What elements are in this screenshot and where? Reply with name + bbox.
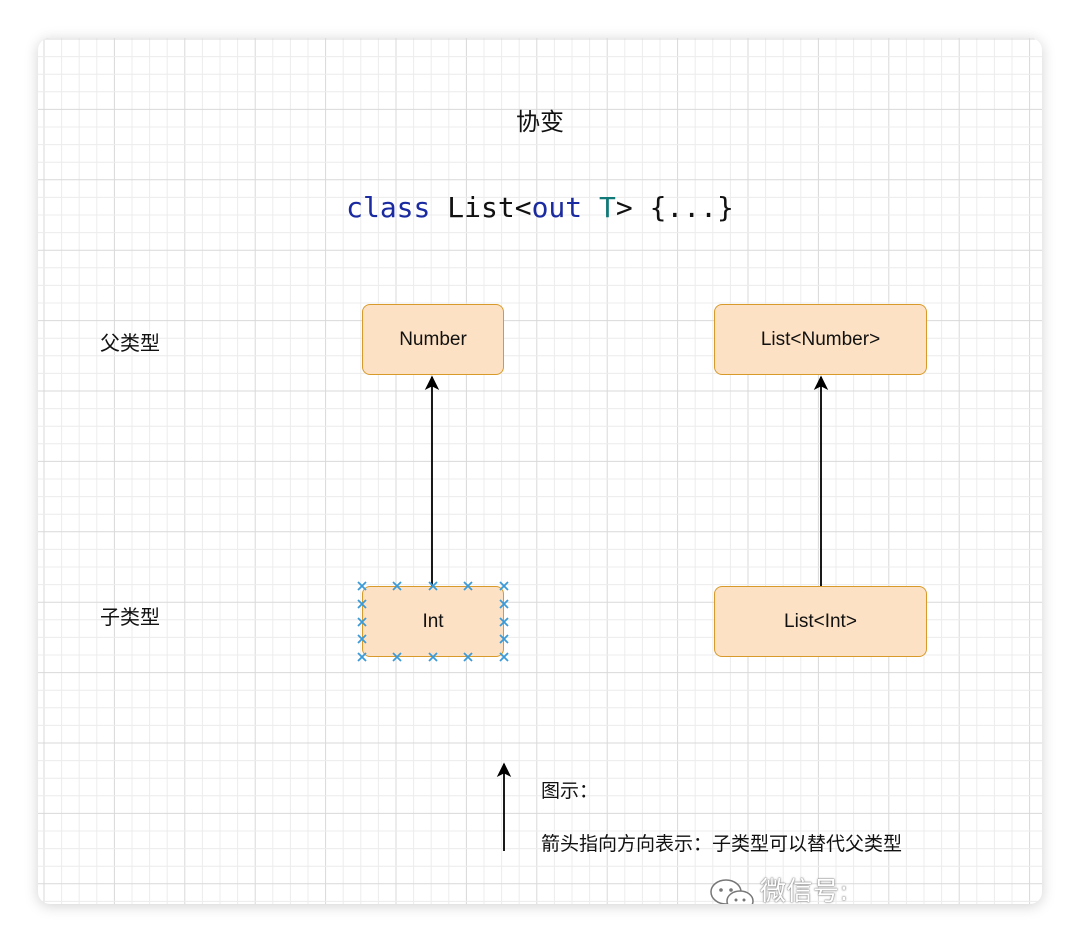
child-type-label: 子类型 xyxy=(100,605,160,629)
diagram-title: 协变 xyxy=(516,108,564,136)
watermark-text: 微信号: Seachal_Zhang xyxy=(760,877,849,904)
code-keyword-class: class xyxy=(346,191,431,224)
selection-handle[interactable] xyxy=(357,581,367,591)
diagram-canvas: 协变 class List<out T> {...} 父类型 子类型 Numbe… xyxy=(38,38,1042,904)
node-number[interactable]: Number xyxy=(362,304,504,375)
code-rest: > {...} xyxy=(615,191,734,224)
selection-handle[interactable] xyxy=(428,581,438,591)
selection-handle[interactable] xyxy=(499,617,509,627)
code-type-param: T xyxy=(599,191,616,224)
legend-description: 箭头指向方向表示：子类型可以替代父类型 xyxy=(541,833,903,855)
selection-handle[interactable] xyxy=(499,581,509,591)
node-list-int[interactable]: List<Int> xyxy=(714,586,927,657)
selection-handle[interactable] xyxy=(357,652,367,662)
selection-handle[interactable] xyxy=(499,634,509,644)
selection-handle[interactable] xyxy=(499,599,509,609)
wechat-icon xyxy=(710,878,754,904)
code-keyword-out: out xyxy=(531,191,583,224)
selection-handle[interactable] xyxy=(463,652,473,662)
background-grid xyxy=(38,38,1042,904)
selection-handle[interactable] xyxy=(357,599,367,609)
legend-heading: 图示： xyxy=(541,780,599,802)
selection-handle[interactable] xyxy=(357,617,367,627)
code-declaration: class List<out T> {...} xyxy=(38,191,1042,224)
code-type-name: List< xyxy=(430,191,532,224)
selection-handles xyxy=(357,581,509,662)
selection-handle[interactable] xyxy=(499,652,509,662)
selection-handle[interactable] xyxy=(357,634,367,644)
selection-handle[interactable] xyxy=(392,581,402,591)
watermark: 微信号: Seachal_Zhang xyxy=(708,871,1042,904)
node-list-number[interactable]: List<Number> xyxy=(714,304,927,375)
parent-type-label: 父类型 xyxy=(100,331,160,355)
selection-handle[interactable] xyxy=(392,652,402,662)
arrows-layer xyxy=(424,375,829,851)
selection-handle[interactable] xyxy=(463,581,473,591)
selection-handle[interactable] xyxy=(428,652,438,662)
